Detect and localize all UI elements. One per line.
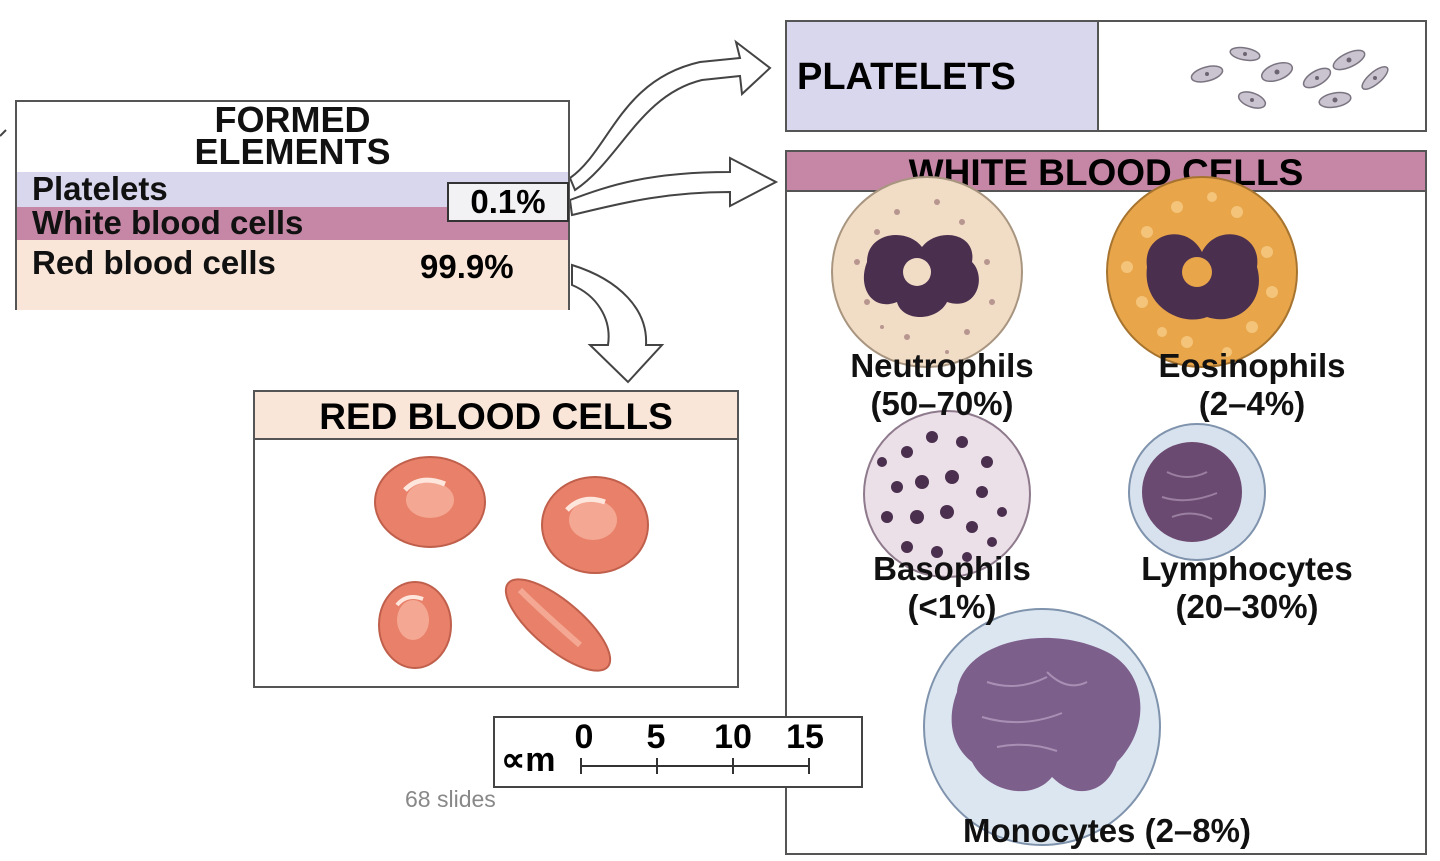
lymphocytes-range: (20–30%) <box>1175 588 1319 625</box>
monocytes-name: Monocytes <box>963 812 1136 849</box>
arrow-to-platelets <box>568 39 772 192</box>
scale-unit: ∝m <box>501 741 556 779</box>
neutrophils-caption: Neutrophils (50–70%) <box>797 347 1087 423</box>
row-red-blood-cells: Red blood cells <box>17 240 568 310</box>
lymphocyte-illustration <box>1128 423 1266 561</box>
scale-tick-label: 10 <box>714 718 752 756</box>
platelets-title: PLATELETS <box>797 56 1016 98</box>
lymphocytes-name: Lymphocytes <box>1141 550 1353 587</box>
platelets-title-cell: PLATELETS <box>787 22 1099 130</box>
monocytes-caption: Monocytes (2–8%) <box>867 812 1347 850</box>
eosinophils-caption: Eosinophils (2–4%) <box>1102 347 1402 423</box>
neutrophils-name: Neutrophils <box>850 347 1034 384</box>
basophils-name: Basophils <box>873 550 1031 587</box>
white-blood-cells-panel: WHITE BLOOD CELLS <box>785 150 1427 855</box>
scale-tick-label: 15 <box>786 718 824 756</box>
scale-ruler <box>580 758 810 774</box>
scale-tick-label: 0 <box>574 718 594 756</box>
monocytes-range: (2–8%) <box>1144 812 1251 849</box>
slides-count-note: 68 slides <box>405 786 496 812</box>
rbc-percent: 99.9% <box>420 248 514 285</box>
formed-elements-box: FORMED ELEMENTS Platelets White blood ce… <box>15 100 570 310</box>
formed-elements-title: FORMED ELEMENTS <box>17 99 568 172</box>
rbc-label: Red blood cells <box>32 244 276 281</box>
red-blood-cells-panel: RED BLOOD CELLS <box>253 390 739 688</box>
eosinophils-name: Eosinophils <box>1158 347 1346 384</box>
eosinophil-illustration <box>1106 176 1298 368</box>
platelets-label: Platelets <box>32 170 168 207</box>
neutrophil-illustration <box>831 176 1023 368</box>
rbc-cell-4 <box>504 578 612 672</box>
lymphocytes-caption: Lymphocytes (20–30%) <box>1087 550 1407 626</box>
arrow-to-rbc <box>571 263 665 384</box>
platelets-panel: PLATELETS <box>785 20 1427 132</box>
scale-tick-label: 5 <box>646 718 666 756</box>
scale-bar-box: ∝m 0 5 10 15 <box>493 716 863 788</box>
basophil-illustration <box>863 410 1031 578</box>
neutrophils-range: (50–70%) <box>870 385 1014 422</box>
monocyte-illustration <box>923 608 1161 846</box>
rbc-cell-3 <box>378 581 452 669</box>
basophils-caption: Basophils (<1%) <box>807 550 1097 626</box>
left-stub-mark <box>0 129 7 137</box>
arrow-to-wbc <box>568 156 779 217</box>
formed-title-line2: ELEMENTS <box>194 131 391 172</box>
rbc-cell-1 <box>374 456 486 548</box>
wbc-illustrations <box>831 176 1298 846</box>
wbc-panel-title: WHITE BLOOD CELLS <box>787 152 1425 193</box>
platelets-wbc-percent: 0.1% <box>447 182 569 222</box>
eosinophils-range: (2–4%) <box>1198 385 1306 422</box>
formed-title-line1: FORMED <box>214 99 371 140</box>
wbc-label: White blood cells <box>32 204 304 241</box>
platelets-illustration <box>1190 46 1389 109</box>
rbc-cell-2 <box>541 476 649 574</box>
rbc-illustrations <box>374 456 649 672</box>
basophils-range: (<1%) <box>907 588 997 625</box>
rbc-panel-title: RED BLOOD CELLS <box>255 392 737 440</box>
